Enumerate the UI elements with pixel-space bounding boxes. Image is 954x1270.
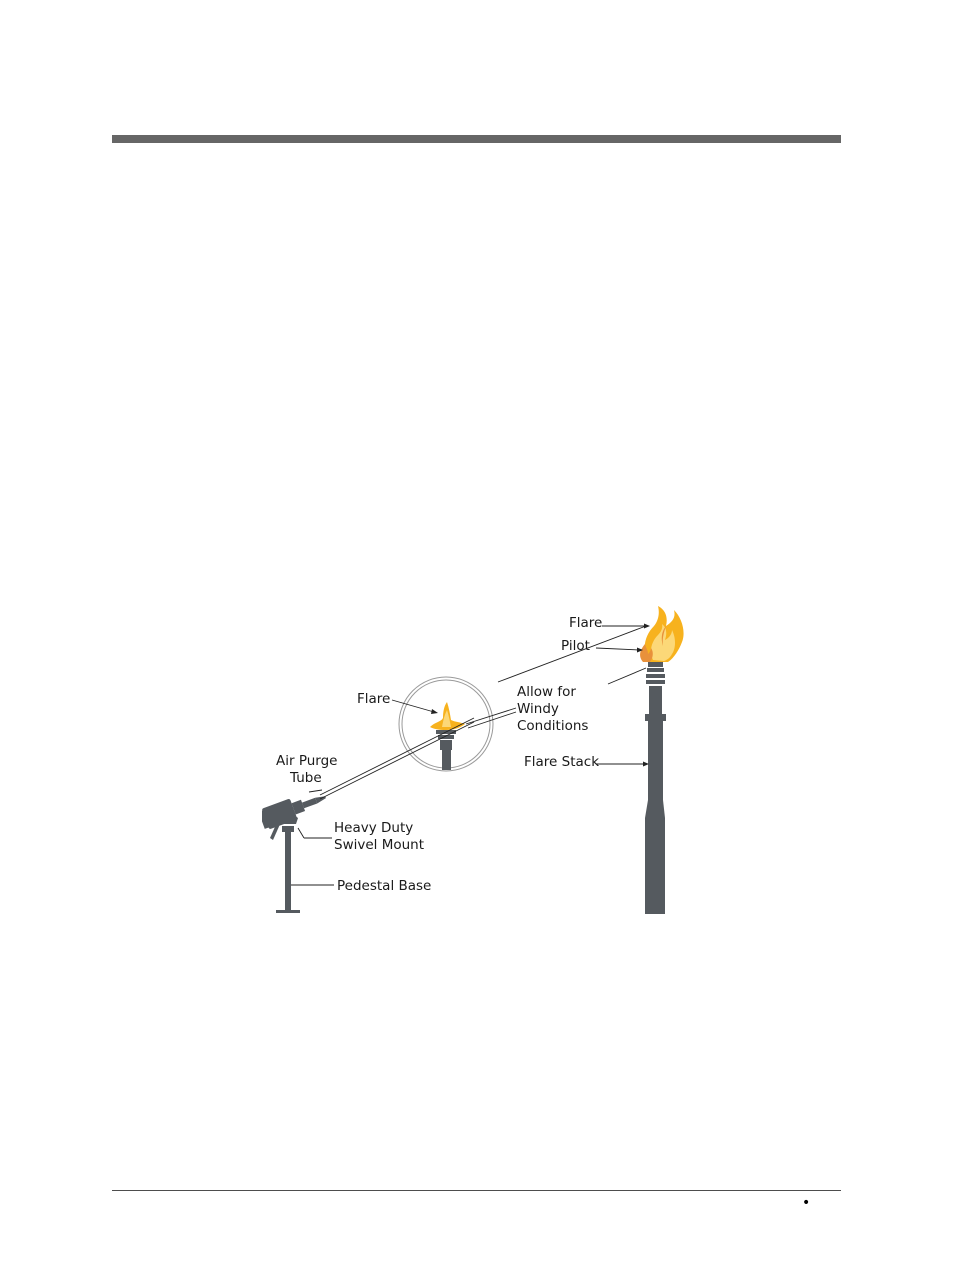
leader-lines <box>291 623 650 886</box>
label-swivel-line2: Swivel Mount <box>334 837 425 853</box>
flare-stack-lower-section <box>645 818 665 914</box>
leader-detail-to-stack-2 <box>607 667 647 685</box>
detector-lens-body <box>291 799 306 815</box>
label-air-purge-line1: Air Purge <box>276 753 338 769</box>
label-pedestal-base: Pedestal Base <box>337 878 432 894</box>
flame-detector-assembly <box>262 796 326 913</box>
footer-rule <box>112 1190 841 1191</box>
flare-stack-collar <box>645 714 666 721</box>
flare-stack-band-3 <box>647 668 664 672</box>
detail-burner-band <box>438 735 454 739</box>
detector-nozzle <box>315 796 326 804</box>
leader-windy-1 <box>465 707 517 725</box>
flare-stack-upper-section <box>648 720 663 802</box>
arrow-flare-stack-body <box>643 761 649 767</box>
detector-housing-cap <box>262 810 270 829</box>
label-pilot: Pilot <box>561 638 590 654</box>
flare-stack <box>645 662 666 914</box>
arrow-flare-stack <box>644 623 650 629</box>
leader-pilot <box>595 647 640 651</box>
sight-line-upper <box>319 717 475 796</box>
sight-lines <box>319 717 475 800</box>
label-allow-for-line1: Allow for <box>517 684 576 700</box>
pedestal-foot <box>276 910 300 913</box>
detail-burner-body <box>440 740 452 750</box>
label-swivel-line1: Heavy Duty <box>334 820 414 836</box>
leader-detail-to-stack-1 <box>497 625 647 683</box>
sight-line-lower <box>319 721 475 800</box>
flare-stack-band-2 <box>646 674 665 678</box>
detail-flame-core <box>442 710 451 727</box>
pedestal-column <box>285 830 291 911</box>
label-allow-for-line2: Windy <box>517 701 559 717</box>
leader-windy-2 <box>467 711 517 729</box>
label-flare-stack: Flare Stack <box>524 754 600 770</box>
leader-air-purge <box>308 789 323 793</box>
swivel-mount-plate <box>282 826 294 832</box>
flare-stack-band-1 <box>646 680 665 684</box>
leader-detail-flare <box>391 699 435 713</box>
label-allow-for-line3: Conditions <box>517 718 589 734</box>
diagram-drawing <box>262 606 684 914</box>
arrow-pilot <box>637 647 643 653</box>
flare-stack-tip <box>648 662 663 667</box>
air-purge-tube <box>301 797 318 809</box>
main-flame-inner <box>650 624 675 661</box>
label-detail-flare: Flare <box>357 691 391 707</box>
flare-stack-flame <box>644 606 684 662</box>
label-flare-stack-flame: Flare <box>569 615 603 631</box>
detail-circle-outer <box>398 676 494 772</box>
flare-detail-view <box>398 676 494 772</box>
detail-burner-stack <box>442 750 451 770</box>
detector-housing <box>262 799 297 829</box>
arrow-detail-flare <box>431 709 438 714</box>
footer-bullet: • <box>802 1195 811 1211</box>
flare-stack-taper <box>645 800 665 818</box>
flare-monitoring-diagram: Flare Pilot Allow for Windy Conditions F… <box>262 588 724 918</box>
header-rule <box>112 135 841 143</box>
leader-swivel-stub <box>297 827 305 839</box>
main-flame-shade <box>661 626 666 646</box>
label-air-purge-line2: Tube <box>290 770 322 786</box>
flare-stack-neck <box>649 686 662 715</box>
pilot-flame <box>640 644 653 662</box>
